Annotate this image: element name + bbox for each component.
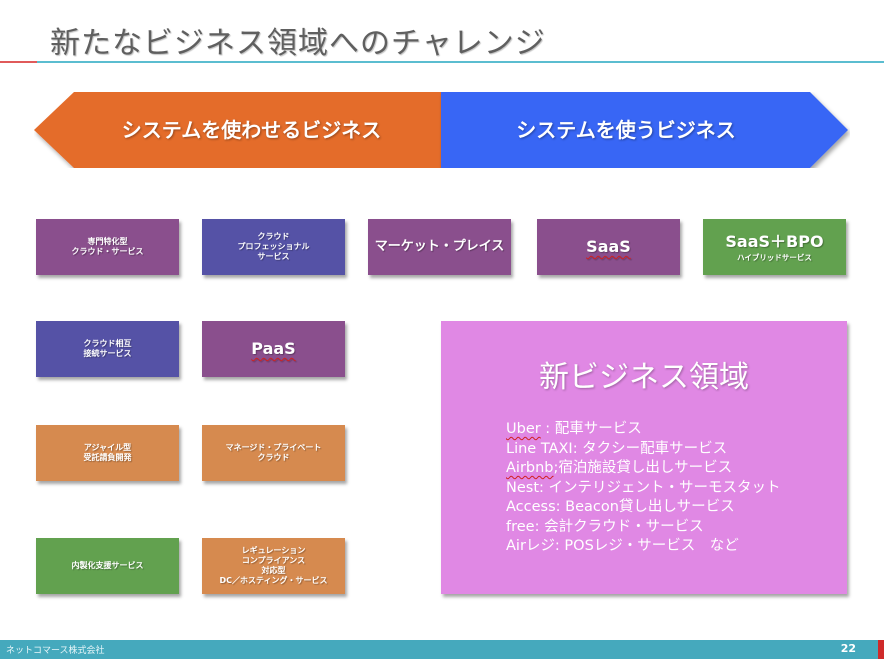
title-rule [37,61,884,63]
list-item: Airbnb;宿泊施設貸し出しサービス [506,459,781,479]
box-line: クラウド [257,232,290,241]
service-desc: : タクシー配車サービス [572,440,728,457]
box-marketplace: マーケット・プレイス [368,219,511,275]
box-sublabel: ハイブリッドサービス [737,252,812,262]
service-desc: : 会計クラウド・サービス [534,518,704,535]
company-name: free [506,518,535,535]
company-name: Nest [506,479,540,496]
slide-title: 新たなビジネス領域へのチャレンジ [50,26,546,61]
business-direction-arrow: システムを使わせるビジネス システムを使うビジネス [34,92,850,168]
company-name: Line TAXI [506,440,573,457]
box-line: 受託請負開発 [83,453,132,462]
service-desc: : POSレジ・サービス など [554,538,739,554]
company-name: Access [506,499,556,515]
new-business-list: Uber : 配車サービス Line TAXI: タクシー配車サービス Airb… [506,420,781,557]
box-saas: SaaS [537,219,680,275]
double-arrow-shape [34,92,848,168]
page-number: 22 [840,642,856,655]
company-name: ネットコマース株式会社 [6,646,105,656]
box-line: 接続サービス [83,349,132,358]
box-paas: PaaS [202,321,345,377]
box-label: 内製化支援サービス [71,561,144,570]
box-label: PaaS [251,339,296,358]
arrow-left-label: システムを使わせるビジネス [121,118,382,142]
list-item: Access: Beacon貸し出しサービス [506,498,781,518]
box-line: クラウド・サービス [71,247,144,256]
box-specialized-cloud: 専門特化型 クラウド・サービス [36,219,179,275]
new-business-panel [441,321,847,594]
title-rule-accent [0,61,37,63]
company-name: Airbnb [506,460,554,476]
box-cloud-interconnect: クラウド相互 接続サービス [36,321,179,377]
box-line: コンプライアンス [241,556,306,565]
box-line: サービス [257,252,290,261]
box-saas-bpo: SaaS＋BPO ハイブリッドサービス [703,219,846,275]
box-insourcing: 内製化支援サービス [36,538,179,594]
arrow-right-segment [441,92,848,168]
list-item: Line TAXI: タクシー配車サービス [506,440,781,460]
arrow-left-segment [34,92,441,168]
service-desc: : Beacon貸し出しサービス [555,499,735,515]
box-line: プロフェッショナル [237,242,310,251]
service-desc: : インテリジェント・サーモスタット [539,479,781,496]
company-name: Uber [506,421,541,437]
box-line: マネージド・プライベート [225,443,322,452]
footer-bar: ネットコマース株式会社 22 [0,640,884,659]
list-item: Airレジ: POSレジ・サービス など [506,537,781,557]
box-line: 専門特化型 [87,237,128,246]
box-agile: アジャイル型 受託請負開発 [36,425,179,481]
service-desc: : 配車サービス [540,421,642,437]
box-label: マーケット・プレイス [374,238,505,254]
box-line: DC／ホスティング・サービス [219,576,328,585]
box-managed-private: マネージド・プライベート クラウド [202,425,345,481]
company-name: Airレジ [506,538,555,554]
list-item: Nest: インテリジェント・サーモスタット [506,479,781,499]
new-business-title: 新ビジネス領域 [539,360,749,395]
box-label: SaaS＋BPO [725,231,824,251]
box-line: アジャイル型 [83,443,132,452]
box-cloud-professional: クラウド プロフェッショナル サービス [202,219,345,275]
arrow-right-label: システムを使うビジネス [516,118,736,142]
list-item: free: 会計クラウド・サービス [506,518,781,538]
box-label: SaaS [586,237,631,256]
box-line: 対応型 [261,566,286,575]
list-item: Uber : 配車サービス [506,420,781,440]
service-desc: ;宿泊施設貸し出しサービス [553,460,733,476]
box-regulation: レギュレーション コンプライアンス 対応型 DC／ホスティング・サービス [202,538,345,594]
box-line: クラウド [257,453,290,462]
box-line: クラウド相互 [83,339,132,348]
box-line: レギュレーション [241,546,306,555]
footer-accent [878,640,884,659]
